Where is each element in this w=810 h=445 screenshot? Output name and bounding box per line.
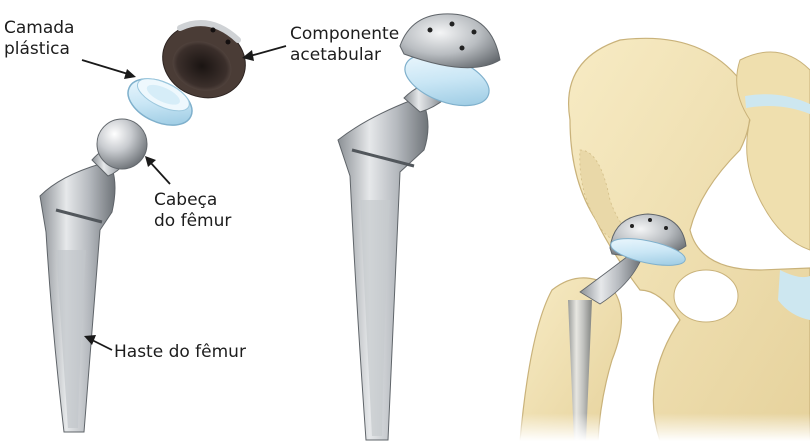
label-plastic-liner-line2: plástica [4, 39, 74, 60]
arrowhead-femoral-head [145, 156, 156, 167]
label-femoral-head-line1: Cabeça [154, 190, 231, 211]
arrowhead-plastic-liner [124, 69, 136, 79]
label-acetabular-component: Componente acetabular [290, 24, 399, 66]
label-femoral-stem: Haste do fêmur [114, 342, 246, 363]
label-acetabular-component-line2: acetabular [290, 45, 399, 66]
pelvis-illustration [500, 38, 810, 441]
arrow-acetabular-component [250, 46, 286, 56]
label-femoral-head-line2: do fêmur [154, 211, 231, 232]
arrow-plastic-liner [82, 60, 128, 74]
label-plastic-liner-line1: Camada [4, 18, 74, 39]
arrow-femoral-head [150, 162, 170, 184]
label-plastic-liner: Camada plástica [4, 18, 74, 60]
exploded-femoral-stem [40, 148, 126, 432]
assembled-femoral-stem [338, 82, 446, 440]
exploded-femoral-head [97, 119, 147, 169]
label-acetabular-component-line1: Componente [290, 24, 399, 45]
arrow-femoral-stem [92, 340, 112, 350]
label-femoral-head: Cabeça do fêmur [154, 190, 231, 232]
